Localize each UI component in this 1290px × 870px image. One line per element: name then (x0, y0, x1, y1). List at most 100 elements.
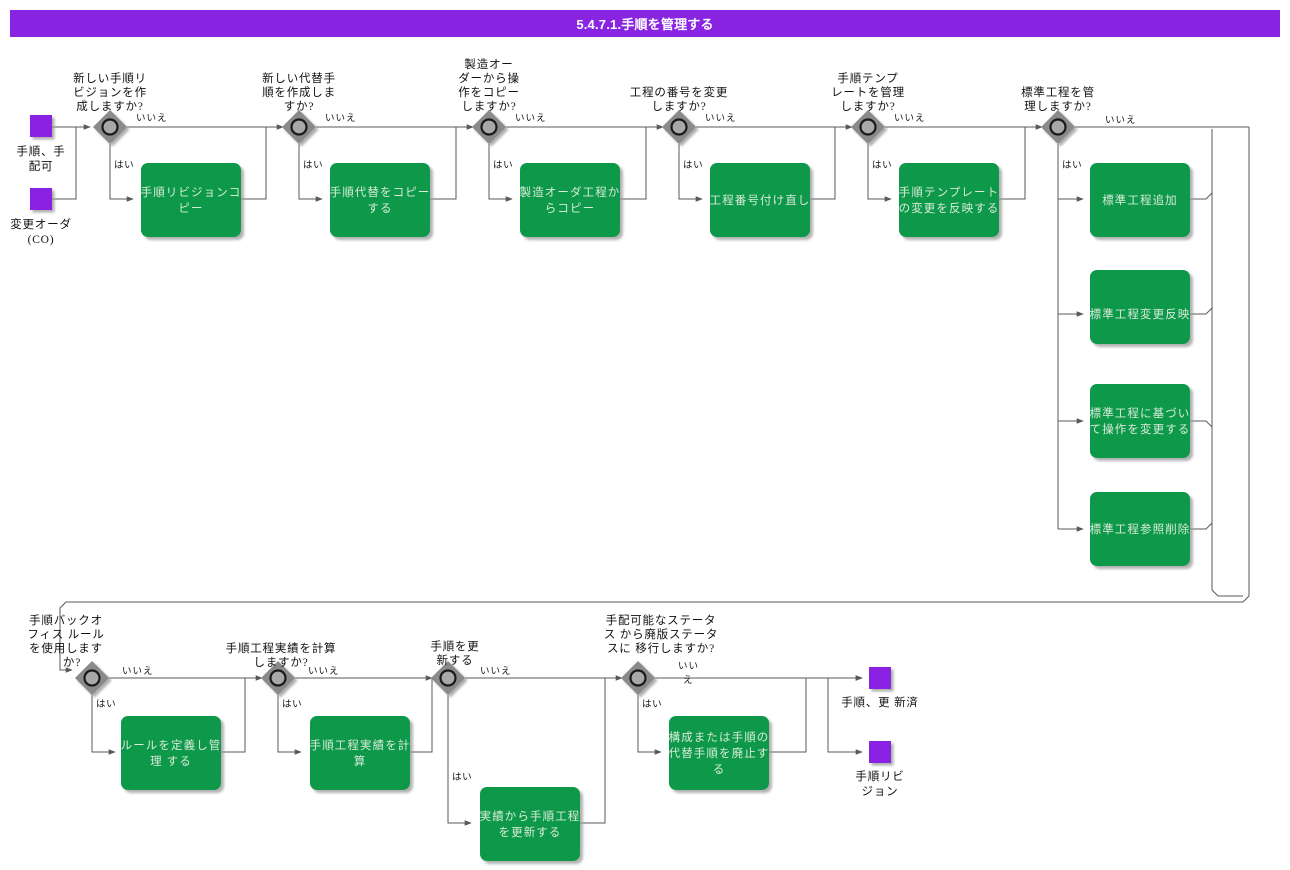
process-change-operation-by-standard[interactable]: 標準工程に基づい て操作を変更する (1090, 384, 1191, 458)
decision-use-backoffice-rules-l3: を使用します (29, 641, 103, 655)
edge-label-yes-9: はい (452, 772, 472, 783)
process-update-operation-from-actuals-l2: を更新する (499, 825, 562, 839)
process-define-and-manage-rules[interactable]: ルールを定義し管 理 する (121, 716, 222, 790)
decision-copy-operations-from-production-order[interactable]: 製造オー ダーから操 作をコピー しますか? いいえ はい (458, 57, 546, 171)
decision-manage-standard-operation-l1: 標準工程を管 (1021, 85, 1095, 99)
process-apply-standard-operation-change[interactable]: 標準工程変更反映 (1090, 270, 1191, 344)
terminal-start-procedure-label-line1: 手順、手 (16, 144, 65, 158)
decision-use-backoffice-rules-l2: フィス ルール (27, 629, 104, 641)
decision-copy-operations-l3: 作をコピー (458, 86, 520, 99)
edge-label-yes-6: はい (1062, 160, 1082, 171)
decision-new-alternate-procedure-l2: 順を作成しま (262, 86, 336, 99)
process-change-operation-by-standard-l2: て操作を変更する (1090, 422, 1191, 436)
process-copy-from-production-order-l2: らコピー (545, 202, 595, 215)
process-obsolete-bom-or-alternate-procedure[interactable]: 構成または手順の 代替手順を廃止す る (669, 716, 770, 790)
decision-update-procedure[interactable]: 手順を更 手順を更 新する いいえ はい (430, 639, 511, 783)
decision-manage-procedure-template-l2: レートを管理 (831, 85, 905, 99)
process-obsolete-bom-l3: る (713, 764, 726, 776)
edge-label-no-4: いいえ (705, 113, 737, 124)
decision-transition-to-obsolete-status[interactable]: 手配可能なステータ ス から廃版ステータ スに 移行しますか? いい え はい (604, 613, 718, 710)
process-copy-alternate-procedure-l2: する (367, 202, 392, 215)
decision-change-operation-number[interactable]: 工程の番号を変更 しますか? いいえ はい (630, 85, 737, 171)
edge-label-no-3: いいえ (515, 113, 547, 124)
terminal-end-procedure-revision-label-line2: ジョン (862, 786, 899, 798)
decision-manage-standard-operation-l2: 理しますか? (1024, 100, 1091, 113)
process-copy-procedure-revision-l1: 手順リビジョンコ (141, 185, 242, 199)
decision-calculate-operation-actuals[interactable]: 手順工程実績を計算 しますか? いいえ はい (226, 641, 340, 710)
edge-label-yes-7: はい (96, 699, 116, 710)
process-obsolete-bom-l2: 代替手順を廃止す (669, 746, 770, 760)
edge-label-no-1: いいえ (136, 113, 168, 124)
process-update-operation-from-actuals[interactable]: 実績から手順工程 を更新する (480, 787, 581, 861)
process-calculate-operation-actuals-l2: 算 (354, 754, 367, 768)
connector-lines (52, 124, 1250, 826)
process-add-standard-operation[interactable]: 標準工程追加 (1090, 163, 1190, 237)
edge-label-no-6: いいえ (1105, 115, 1137, 126)
process-define-and-manage-rules-l2: 理 する (150, 755, 192, 768)
decision-update-procedure-title-l2: 新する (437, 653, 474, 667)
terminal-end-procedure-revision-label-line1: 手順リビ (855, 769, 904, 783)
terminal-start-procedure[interactable]: 手順、手 配可 (16, 115, 65, 173)
decision-copy-operations-l1: 製造オー (464, 57, 513, 71)
terminal-start-change-order[interactable]: 変更オーダ (CO) (10, 188, 72, 246)
process-change-operation-by-standard-l1: 標準工程に基づい (1090, 406, 1191, 420)
process-renumber-operations[interactable]: 工程番号付け直し (710, 163, 811, 237)
decision-calculate-operation-actuals-l1: 手順工程実績を計算 (226, 641, 337, 655)
process-copy-from-production-order-operation[interactable]: 製造オーダ工程か らコピー (520, 163, 621, 237)
process-copy-alternate-procedure-l1: 手順代替をコピー (330, 185, 431, 199)
edge-label-no-7: いいえ (122, 666, 154, 677)
decision-new-alternate-procedure-l1: 新しい代替手 (262, 71, 336, 85)
process-calculate-operation-actuals[interactable]: 手順工程実績を計 算 (310, 716, 411, 790)
edge-label-no-8: いいえ (308, 666, 340, 677)
decision-use-backoffice-rules-l4: か? (63, 656, 81, 669)
decision-calculate-operation-actuals-l2: しますか? (253, 656, 308, 669)
edge-label-no-10-l1: いい (678, 662, 699, 672)
terminal-end-procedure-updated-label: 手順、更 新済 (841, 695, 918, 709)
decision-use-backoffice-rules[interactable]: 手順バックオ フィス ルール を使用します か? いいえ はい (27, 613, 153, 710)
edge-label-yes-1: はい (114, 160, 134, 171)
decision-transition-obsolete-l1: 手配可能なステータ (606, 613, 717, 627)
edge-label-yes-8: はい (282, 699, 302, 710)
edge-label-yes-2: はい (303, 160, 323, 171)
edge-label-yes-4: はい (683, 160, 703, 171)
process-add-standard-operation-l1: 標準工程追加 (1102, 193, 1178, 207)
decision-copy-operations-l4: しますか? (461, 100, 516, 113)
decision-use-backoffice-rules-l1: 手順バックオ (29, 613, 103, 627)
decision-change-operation-number-l1: 工程の番号を変更 (630, 85, 728, 99)
decision-new-alternate-procedure[interactable]: 新しい代替手 順を作成しま すか? いいえ はい (262, 71, 356, 171)
process-apply-template-changes-l2: の変更を反映する (899, 201, 1000, 215)
process-copy-alternate-procedure[interactable]: 手順代替をコピー する (330, 163, 431, 237)
decision-new-procedure-revision-l2: ビジョンを作 (73, 86, 147, 99)
page-title: 5.4.7.1.手順を管理する (576, 17, 714, 32)
decision-manage-procedure-template-l3: しますか? (840, 100, 895, 113)
edge-label-no-10-l2: え (683, 675, 694, 686)
process-apply-template-changes-l1: 手順テンプレート (899, 185, 999, 199)
edge-label-yes-10: はい (642, 699, 662, 710)
process-copy-procedure-revision[interactable]: 手順リビジョンコ ピー (141, 163, 242, 237)
process-delete-standard-operation-reference[interactable]: 標準工程参照削除 (1090, 492, 1191, 566)
terminal-start-procedure-label-line2: 配可 (29, 160, 54, 173)
terminal-end-procedure-revision[interactable]: 手順リビ ジョン (855, 741, 904, 798)
process-calculate-operation-actuals-l1: 手順工程実績を計 (310, 738, 411, 752)
decision-new-procedure-revision[interactable]: 新しい手順リ ビジョンを作 成しますか? いいえ はい (73, 71, 167, 171)
decision-new-alternate-procedure-l3: すか? (284, 100, 315, 113)
page-title-bar: 5.4.7.1.手順を管理する (10, 10, 1280, 37)
edge-label-yes-5: はい (872, 160, 892, 171)
decision-copy-operations-l2: ダーから操 (458, 71, 520, 85)
decision-new-procedure-revision-l3: 成しますか? (76, 100, 143, 113)
process-delete-standard-operation-reference-l1: 標準工程参照削除 (1090, 522, 1191, 536)
process-copy-procedure-revision-l2: ピー (178, 202, 203, 215)
decision-update-procedure-title-l1: 手順を更 (430, 639, 479, 653)
edge-label-yes-3: はい (493, 160, 513, 171)
decision-transition-obsolete-l2: ス から廃版ステータ (604, 627, 718, 641)
process-update-operation-from-actuals-l1: 実績から手順工程 (480, 809, 581, 823)
process-renumber-operations-l1: 工程番号付け直し (710, 193, 811, 207)
decision-manage-procedure-template[interactable]: 手順テンプ レートを管理 しますか? いいえ はい (831, 71, 925, 171)
decision-manage-standard-operation[interactable]: 標準工程を管 理しますか? いいえ はい (1021, 85, 1136, 171)
process-apply-template-changes[interactable]: 手順テンプレート の変更を反映する (899, 163, 1000, 237)
decision-manage-procedure-template-l1: 手順テンプ (837, 71, 898, 85)
edge-label-no-5: いいえ (894, 113, 926, 124)
process-define-and-manage-rules-l1: ルールを定義し管 (121, 738, 222, 752)
terminal-end-procedure-updated[interactable]: 手順、更 新済 (841, 667, 918, 709)
